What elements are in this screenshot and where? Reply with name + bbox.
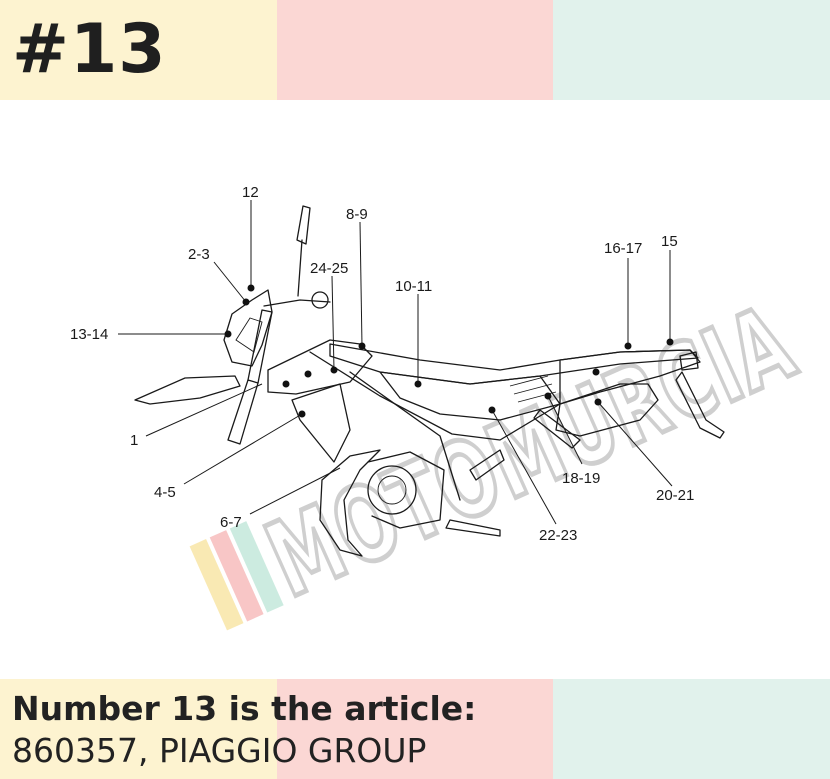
mirror-stem <box>297 239 303 297</box>
watermark-text: MOTOMURCIA <box>250 282 811 621</box>
header-band-pink <box>276 0 554 100</box>
callout-1: 1 <box>130 432 138 449</box>
leader-22-23 <box>491 409 557 525</box>
passenger-footpeg <box>469 449 505 481</box>
callout-2-3: 2-3 <box>188 246 210 263</box>
page-number: #13 <box>12 10 167 89</box>
front-fender <box>134 375 241 405</box>
callout-6-7: 6-7 <box>220 514 242 531</box>
watermark-stripe-mint <box>229 521 284 613</box>
exhaust-muffler <box>555 383 659 437</box>
headlight-lens <box>235 317 263 353</box>
dot-tail <box>592 368 600 376</box>
license-plate-holder <box>675 371 725 439</box>
frame-main-rail <box>309 351 561 441</box>
callout-8-9: 8-9 <box>346 206 368 223</box>
leader-2-3 <box>213 261 247 303</box>
leader-4-5 <box>183 413 303 485</box>
caption-title: Number 13 is the article: <box>12 689 477 728</box>
dot-15 <box>666 338 674 346</box>
dot-16-17 <box>624 342 632 350</box>
motorcycle-parts-diagram: MOTOMURCIA <box>70 184 814 631</box>
leader-20-21 <box>597 401 673 487</box>
dot-18-19 <box>544 392 552 400</box>
side-panel <box>379 371 561 421</box>
engine-cover-inner <box>377 475 407 505</box>
callout-dots <box>224 284 674 418</box>
handlebar <box>263 299 331 307</box>
side-radiator-cover <box>291 383 351 463</box>
callout-4-5: 4-5 <box>154 484 176 501</box>
leader-6-7 <box>249 467 341 515</box>
leader-18-19 <box>547 395 583 465</box>
leader-8-9 <box>359 221 363 347</box>
headlight-mask <box>223 289 273 367</box>
callout-22-23: 22-23 <box>539 527 577 544</box>
dot-8-9 <box>358 342 366 350</box>
mirror <box>296 205 311 245</box>
frame-down-tube <box>349 371 461 501</box>
front-mudguard-lower <box>319 449 381 557</box>
handlebar-grip <box>311 291 329 309</box>
caption-article: 860357, PIAGGIO GROUP <box>12 731 427 770</box>
dot-4-5 <box>298 410 306 418</box>
callout-18-19: 18-19 <box>562 470 600 487</box>
fork-upper <box>247 309 273 384</box>
watermark-stripe-yellow <box>189 539 244 631</box>
dot-24-25 <box>330 366 338 374</box>
watermark-stripe-pink <box>209 530 264 622</box>
callout-labels: 12 2-3 8-9 24-25 10-11 16-17 15 13-14 1 … <box>70 184 694 544</box>
dot-20-21 <box>594 398 602 406</box>
dot-frame-a <box>304 370 312 378</box>
dot-1 <box>282 380 290 388</box>
callout-10-11: 10-11 <box>395 278 432 295</box>
header-band-mint <box>553 0 830 100</box>
caption-band-pink <box>276 679 554 779</box>
leader-1 <box>145 383 263 437</box>
callout-20-21: 20-21 <box>656 487 694 504</box>
fuel-tank-cover <box>267 339 373 395</box>
caption-band-yellow <box>0 679 277 779</box>
motorcycle-illustration <box>134 205 725 557</box>
footpeg <box>445 519 501 537</box>
dot-2-3 <box>242 298 250 306</box>
tail-light <box>679 351 699 371</box>
dot-22-23 <box>488 406 496 414</box>
engine-block <box>367 451 445 529</box>
caption-band-mint <box>553 679 830 779</box>
leader-lines <box>118 200 673 525</box>
callout-24-25: 24-25 <box>310 260 348 277</box>
dot-10-11 <box>414 380 422 388</box>
caption-band <box>0 679 830 779</box>
dot-12 <box>247 284 255 292</box>
front-fork <box>227 379 259 445</box>
watermark: MOTOMURCIA <box>189 279 814 631</box>
rear-shock <box>533 409 581 449</box>
dot-13-14 <box>224 330 232 338</box>
leader-24-25 <box>331 275 335 371</box>
callout-16-17: 16-17 <box>604 240 642 257</box>
callout-12: 12 <box>242 184 259 201</box>
engine-cover <box>367 465 417 515</box>
header-band-yellow <box>0 0 277 100</box>
callout-15: 15 <box>661 233 678 250</box>
header-band <box>0 0 830 100</box>
callout-13-14: 13-14 <box>70 326 108 343</box>
